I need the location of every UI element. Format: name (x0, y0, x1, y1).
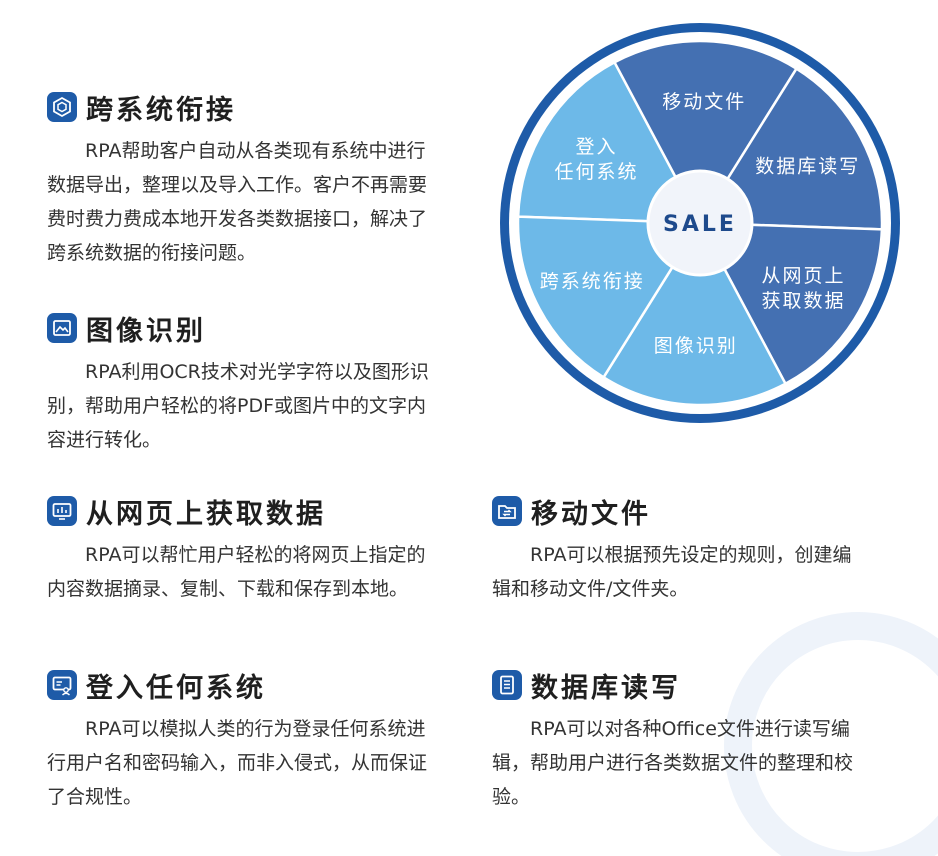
wheel-segment-label: 图像识别 (654, 335, 738, 357)
wheel-segment (516, 60, 703, 225)
section-move-files: 移动文件 RPA可以根据预先设定的规则，创建编辑和移动文件/文件夹。 (492, 493, 867, 606)
section-body: RPA利用OCR技术对光学字符以及图形识别，帮助用户轻松的将PDF或图片中的文字… (47, 361, 429, 451)
wheel-segment-label: 数据库读写 (755, 156, 860, 178)
section-cross-system: 跨系统衔接 RPA帮助客户自动从各类现有系统中进行数据导出，整理以及导入工作。客… (47, 89, 432, 270)
section-title: 图像识别 (86, 315, 206, 347)
wheel-segment-label: 移动文件 (662, 91, 746, 113)
section-body: RPA可以模拟人类的行为登录任何系统进行用户名和密码输入，而非入侵式，从而保证了… (47, 718, 428, 808)
section-body: RPA可以根据预先设定的规则，创建编辑和移动文件/文件夹。 (492, 544, 852, 600)
wheel-segment-label: 任何系统 (555, 161, 639, 183)
section-database-rw: 数据库读写 RPA可以对各种Office文件进行读写编辑，帮助用户进行各类数据文… (492, 667, 867, 814)
section-body: RPA可以对各种Office文件进行读写编辑，帮助用户进行各类数据文件的整理和校… (492, 718, 854, 808)
image-icon (47, 313, 77, 343)
center-circle (646, 169, 754, 277)
login-screen-icon (47, 670, 77, 700)
section-login-system: 登入任何系统 RPA可以模拟人类的行为登录任何系统进行用户名和密码输入，而非入侵… (47, 667, 432, 814)
center-label: SALE (663, 212, 737, 237)
section-title: 移动文件 (531, 498, 651, 530)
wheel-segment (697, 221, 884, 386)
section-title: 跨系统衔接 (86, 94, 236, 126)
monitor-chart-icon (47, 496, 77, 526)
section-body: RPA可以帮忙用户轻松的将网页上指定的内容数据摘录、复制、下载和保存到本地。 (47, 544, 426, 600)
wheel-segment-label: 获取数据 (761, 290, 845, 312)
section-title: 登入任何系统 (86, 672, 266, 704)
wheel-segment (601, 220, 788, 407)
wheel-segment-label: 从网页上 (761, 265, 845, 287)
section-title: 数据库读写 (531, 672, 681, 704)
folder-swap-icon (492, 496, 522, 526)
hexagon-cube-icon (47, 92, 77, 122)
wheel-segments (516, 39, 884, 407)
section-image-recognition: 图像识别 RPA利用OCR技术对光学字符以及图形识别，帮助用户轻松的将PDF或图… (47, 310, 432, 457)
wheel-segment (516, 215, 703, 380)
section-body: RPA帮助客户自动从各类现有系统中进行数据导出，整理以及导入工作。客户不再需要费… (47, 140, 428, 264)
section-web-data: 从网页上获取数据 RPA可以帮忙用户轻松的将网页上指定的内容数据摘录、复制、下载… (47, 493, 432, 606)
wheel-segment-label: 跨系统衔接 (540, 270, 645, 292)
document-list-icon (492, 670, 522, 700)
watermark-decoration (724, 612, 938, 856)
wheel-segment (697, 66, 884, 231)
wheel-segment (612, 39, 799, 226)
section-title: 从网页上获取数据 (86, 498, 326, 530)
wheel-segment-label: 登入 (576, 136, 618, 158)
